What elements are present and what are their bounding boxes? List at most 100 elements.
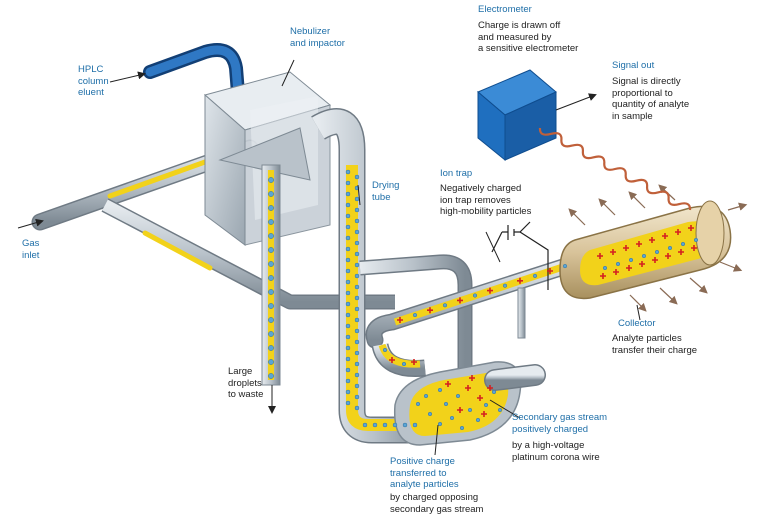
nebulizer-label: Nebulizer and impactor [290,26,345,49]
particle-dot-icon [345,180,351,186]
plus-charge-icon [636,241,642,247]
particle-dot-icon [268,359,274,365]
collector-desc: Analyte particles transfer their charge [612,333,698,356]
particle-dot-icon [491,389,497,395]
particle-dot-icon [345,224,351,230]
hplc-tube [143,43,247,125]
plus-charge-icon [547,268,553,274]
gas-inlet-label: Gas inlet [22,238,40,261]
plus-charge-icon [688,225,694,231]
plus-charge-icon [487,385,493,391]
particle-dot-icon [615,261,621,267]
particle-dot-icon [345,235,351,241]
particle-dot-icon [354,306,360,312]
ion-trap-desc: Negatively charged ion trap removes high… [440,183,532,217]
plus-charge-icon [662,233,668,239]
plus-charge-icon [469,375,475,381]
particle-dot-icon [268,303,274,309]
positive-charge-desc: by charged opposing secondary gas stream [390,492,484,515]
plus-charge-icon [600,273,606,279]
plus-charge-icon [639,261,645,267]
drying-tube [311,108,430,444]
particle-dot-icon [268,289,274,295]
secondary-gas-desc: by a high-voltage platinum corona wire [512,440,600,463]
particle-dot-icon [345,246,351,252]
plus-charge-icon [465,385,471,391]
particle-dot-icon [354,361,360,367]
particle-dot-icon [345,268,351,274]
plus-charge-icon [481,411,487,417]
signal-wire [538,93,692,211]
particle-dot-icon [345,334,351,340]
plus-charge-icon [457,297,463,304]
hplc-label: HPLC column eluent [78,64,109,98]
particle-dot-icon [268,177,274,183]
particle-dot-icon [693,237,699,243]
particle-dot-icon [268,191,274,197]
particle-dot-icon [354,218,360,224]
particle-dot-icon [345,169,351,175]
particle-dot-icon [437,421,443,427]
plus-charge-icon [665,253,671,259]
particle-dot-icon [345,202,351,208]
signal-out-title: Signal out [612,60,655,71]
particle-dot-icon [345,301,351,307]
plus-charge-icon [445,381,451,387]
large-droplets-label: Large droplets to waste [228,366,264,400]
plus-charge-icon [517,277,523,284]
particle-dot-icon [362,422,368,428]
particle-dot-icon [449,415,455,421]
particle-dot-icon [443,401,449,407]
electrometer-cube [477,69,557,162]
annotation-arrows [17,59,641,456]
particle-dot-icon [354,207,360,213]
particle-dot-icon [345,323,351,329]
particle-dot-icon [442,303,448,308]
signal-out-desc: Signal is directly proportional to quant… [612,76,690,122]
particle-dot-icon [268,373,274,379]
particle-dot-icon [372,422,378,428]
plus-charge-icon [649,237,655,243]
particle-dot-icon [392,422,398,428]
ion-trap-pipe [365,251,594,378]
plus-charge-icon [691,245,697,251]
particle-dot-icon [268,247,274,253]
electrometer-title: Electrometer [478,4,532,15]
particle-dot-icon [382,422,388,428]
particle-dot-icon [402,422,408,428]
particle-dot-icon [354,251,360,257]
particle-dot-icon [345,378,351,384]
particle-dot-icon [459,425,465,431]
plus-charge-icon [389,357,395,363]
reaction-chamber [393,361,546,446]
plus-charge-icon [597,253,603,259]
particle-dot-icon [345,279,351,285]
particle-dot-icon [354,229,360,235]
particle-dot-icon [345,389,351,395]
particle-dot-icon [472,293,478,298]
particle-dot-icon [497,407,503,413]
particle-dot-icon [345,257,351,263]
particle-dot-icon [628,257,634,263]
particle-dot-icon [602,265,608,271]
particle-dot-icon [354,405,360,411]
particle-dot-icon [354,317,360,323]
particle-dot-icon [382,347,388,353]
particle-dot-icon [415,401,421,407]
plus-charge-icon [411,359,417,365]
particle-dot-icon [268,219,274,225]
plus-charge-icon [457,407,463,413]
particle-dot-icon [562,264,568,269]
particle-dot-icon [345,191,351,197]
particle-dot-icon [354,196,360,202]
particle-dot-icon [354,284,360,290]
plus-charge-icon [678,249,684,255]
collector-cylinder [559,184,748,312]
collector-title: Collector [618,318,656,329]
particle-dot-icon [354,240,360,246]
particle-dot-icon [437,387,443,393]
plus-charge-icon [477,395,483,401]
particle-dot-icon [345,367,351,373]
particle-dot-icon [345,345,351,351]
